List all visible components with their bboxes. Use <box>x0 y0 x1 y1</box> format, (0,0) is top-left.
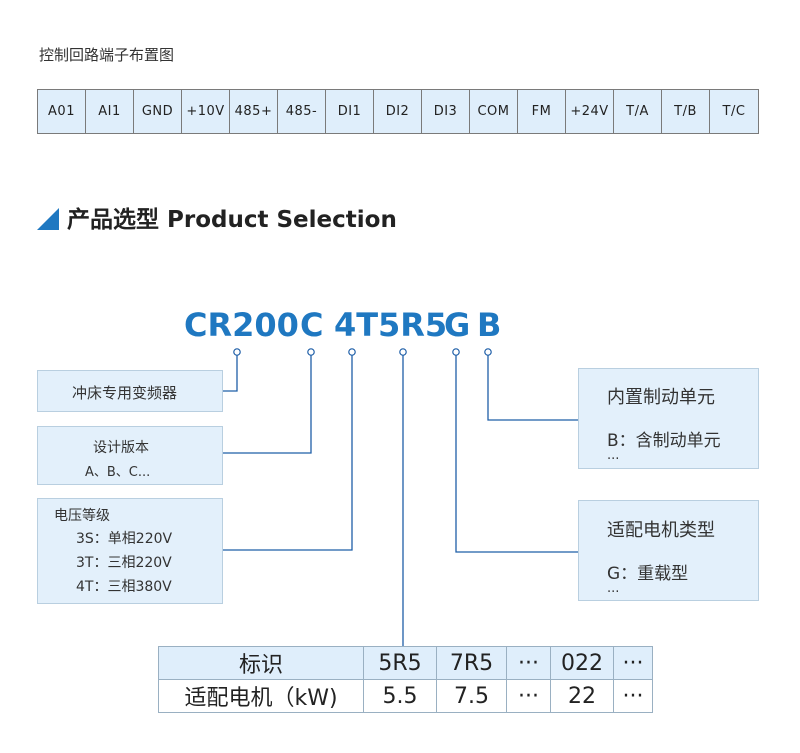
voltage-4t: 4T：三相380V <box>76 579 172 595</box>
motor-type-box: 适配电机类型 G：重载型 ... <box>578 500 759 601</box>
terminal-cell: DI2 <box>374 90 422 133</box>
terminal-cell: AI1 <box>86 90 134 133</box>
model-code-power: 5R5 <box>378 306 448 344</box>
power-table: 标识 5R5 7R5 ··· 022 ··· 适配电机（kW) 5.5 7.5 … <box>158 646 653 713</box>
design-version-box: 设计版本 A、B、C... <box>37 426 223 485</box>
table-cell: 5.5 <box>363 679 437 713</box>
table-cell: 适配电机（kW) <box>158 679 364 713</box>
design-version-values: A、B、C... <box>85 465 151 480</box>
motor-type-more: ... <box>607 581 620 596</box>
table-cell: 22 <box>550 679 614 713</box>
section-title: 产品选型 Product Selection <box>67 207 397 233</box>
terminal-cell: +10V <box>182 90 230 133</box>
terminal-cell: T/B <box>662 90 710 133</box>
section-heading: 产品选型 Product Selection <box>37 202 397 233</box>
brake-unit-option: B：含制动单元 <box>607 431 721 451</box>
voltage-3s: 3S：单相220V <box>76 531 173 547</box>
model-code-brake: B <box>477 306 502 344</box>
anchor-dot <box>452 348 460 356</box>
terminal-cell: 485- <box>278 90 326 133</box>
voltage-3t: 3T：三相220V <box>76 555 172 571</box>
model-code-voltage: 4T <box>334 306 379 344</box>
table-cell: 标识 <box>158 646 364 680</box>
punch-inverter-label: 冲床专用变频器 <box>72 384 178 402</box>
anchor-dot <box>399 348 407 356</box>
anchor-dot <box>307 348 315 356</box>
table-row: 标识 5R5 7R5 ··· 022 ··· <box>158 646 653 680</box>
anchor-dot <box>348 348 356 356</box>
table-cell: ··· <box>506 646 551 680</box>
brake-unit-box: 内置制动单元 B：含制动单元 ... <box>578 368 759 469</box>
model-code-series: CR200 <box>184 306 299 344</box>
terminal-layout-title: 控制回路端子布置图 <box>39 46 175 64</box>
connector-brake <box>487 355 578 421</box>
connector-version <box>223 355 312 454</box>
model-code-version: C <box>300 306 324 344</box>
terminal-strip: A01 AI1 GND +10V 485+ 485- DI1 DI2 DI3 C… <box>37 89 759 134</box>
terminal-cell: A01 <box>38 90 86 133</box>
anchor-dot <box>233 348 241 356</box>
triangle-marker-icon <box>37 208 59 230</box>
brake-unit-more: ... <box>607 448 620 463</box>
motor-type-option: G：重载型 <box>607 564 689 584</box>
anchor-dot <box>484 348 492 356</box>
model-code-motor-type: G <box>444 306 471 344</box>
table-cell: ··· <box>613 679 653 713</box>
motor-type-label: 适配电机类型 <box>607 520 715 541</box>
voltage-level-label: 电压等级 <box>54 508 110 524</box>
table-cell: ··· <box>613 646 653 680</box>
terminal-cell: DI1 <box>326 90 374 133</box>
terminal-cell: DI3 <box>422 90 470 133</box>
brake-unit-label: 内置制动单元 <box>607 387 715 408</box>
punch-inverter-box: 冲床专用变频器 <box>37 370 223 412</box>
voltage-level-box: 电压等级 3S：单相220V 3T：三相220V 4T：三相380V <box>37 498 223 604</box>
table-cell: 7R5 <box>436 646 507 680</box>
table-cell: 5R5 <box>363 646 437 680</box>
terminal-cell: T/C <box>710 90 758 133</box>
table-cell: 022 <box>550 646 614 680</box>
terminal-cell: +24V <box>566 90 614 133</box>
terminal-cell: COM <box>470 90 518 133</box>
connector-motor <box>455 355 578 553</box>
design-version-label: 设计版本 <box>93 440 149 456</box>
terminal-cell: 485+ <box>230 90 278 133</box>
table-cell: 7.5 <box>436 679 507 713</box>
connector-voltage <box>223 355 353 551</box>
table-row: 适配电机（kW) 5.5 7.5 ··· 22 ··· <box>158 679 653 713</box>
connector-series <box>223 355 238 392</box>
terminal-cell: GND <box>134 90 182 133</box>
terminal-cell: FM <box>518 90 566 133</box>
table-cell: ··· <box>506 679 551 713</box>
terminal-cell: T/A <box>614 90 662 133</box>
